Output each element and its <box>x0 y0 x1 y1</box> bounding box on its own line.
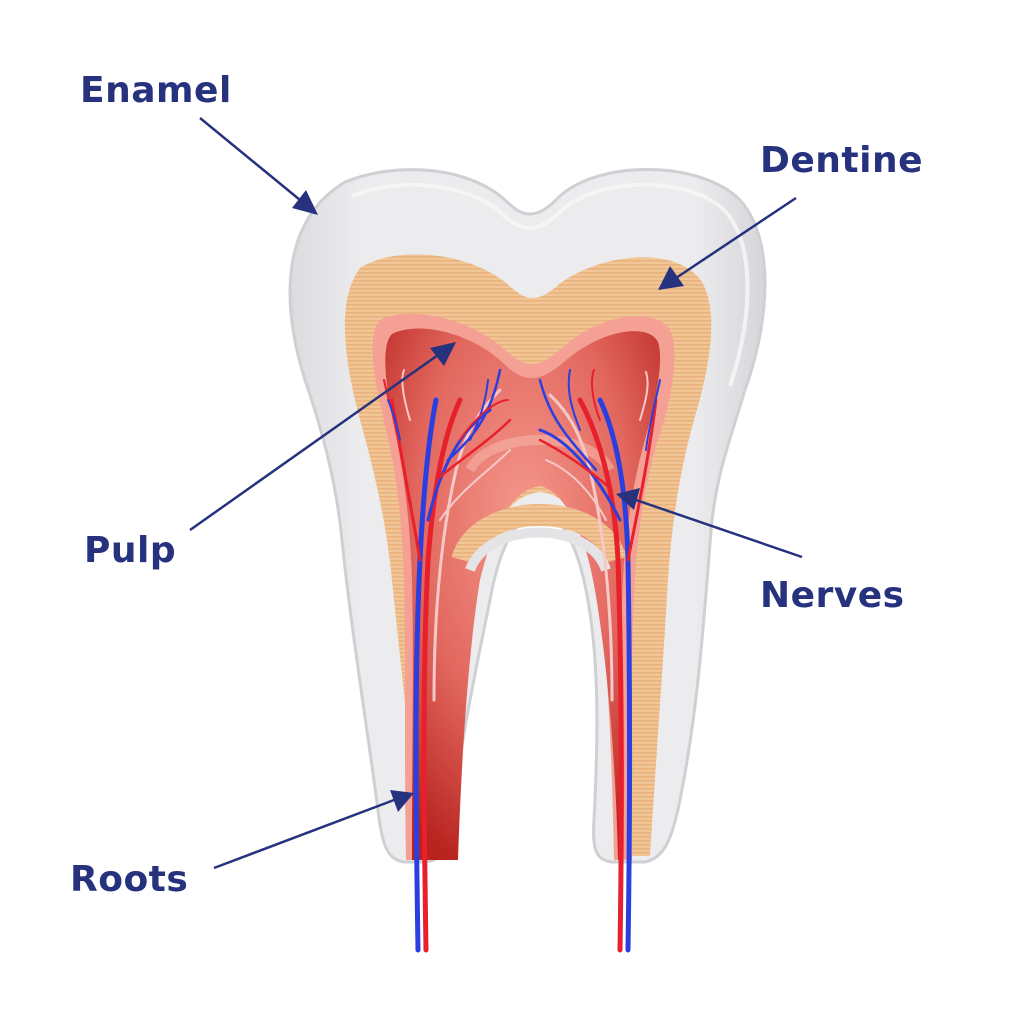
arrow-pulp <box>189 342 456 532</box>
label-pulp: Pulp <box>84 530 177 571</box>
label-nerves: Nerves <box>760 575 905 616</box>
arrow-nerves <box>616 488 803 559</box>
arrow-roots <box>213 790 414 870</box>
arrow-enamel <box>199 117 318 215</box>
label-arrows <box>189 117 803 870</box>
label-roots: Roots <box>70 859 189 900</box>
label-enamel: Enamel <box>80 70 232 111</box>
nerves-and-vessels <box>383 368 661 953</box>
label-dentine: Dentine <box>760 140 924 181</box>
arrow-dentine <box>658 196 797 290</box>
